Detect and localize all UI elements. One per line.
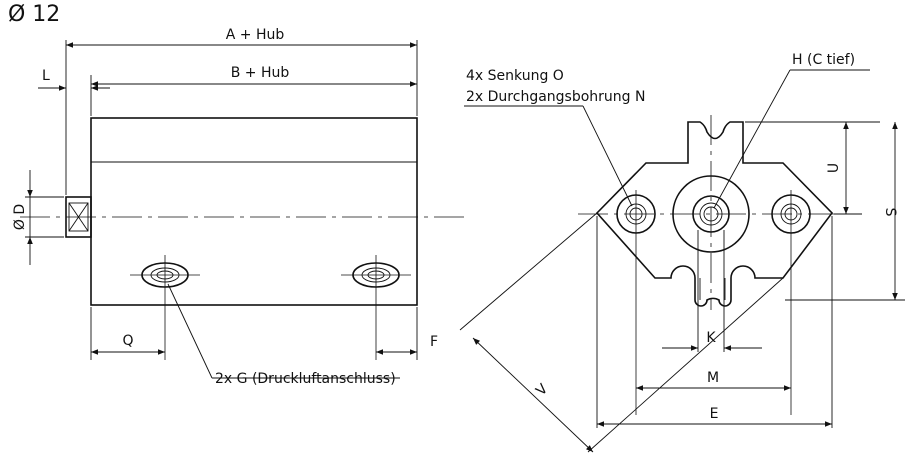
cylinder-body: [90, 117, 418, 306]
dim-E-label: E: [710, 406, 719, 422]
dim-K-label: K: [706, 330, 716, 346]
dim-Q-label: Q: [122, 333, 133, 349]
dim-line-V: [472, 337, 594, 453]
dim-F-label: F: [430, 334, 438, 350]
dim-B-label: B + Hub: [231, 65, 290, 81]
thread-label: H (C tief): [792, 52, 855, 68]
counterbore-label: 4x Senkung O: [466, 68, 564, 84]
front-view: U S K M E V 4x Senkung O 2x Durchgangsbo…: [459, 52, 905, 453]
dim-V-label: V: [533, 381, 551, 399]
diagram-title: Ø 12: [8, 2, 61, 27]
dim-L-label: L: [42, 68, 50, 84]
port-label: 2x G (Druckluftanschluss): [215, 371, 396, 387]
air-port-left: [130, 255, 200, 360]
dim-U-label: U: [826, 163, 842, 173]
dim-M-label: M: [707, 370, 719, 386]
flange-outline: [595, 121, 834, 307]
through-hole-label: 2x Durchgangsbohrung N: [466, 89, 645, 105]
dim-D-label: Ø D: [12, 204, 28, 230]
side-view: A + Hub B + Hub L Ø D Q F 2x G (Druckluf…: [12, 27, 465, 387]
thread-leader: [713, 69, 791, 209]
dim-A-label: A + Hub: [226, 27, 285, 43]
counterbore-leader: [582, 105, 633, 207]
dim-S-label: S: [882, 208, 898, 217]
air-port-right: [341, 255, 411, 360]
